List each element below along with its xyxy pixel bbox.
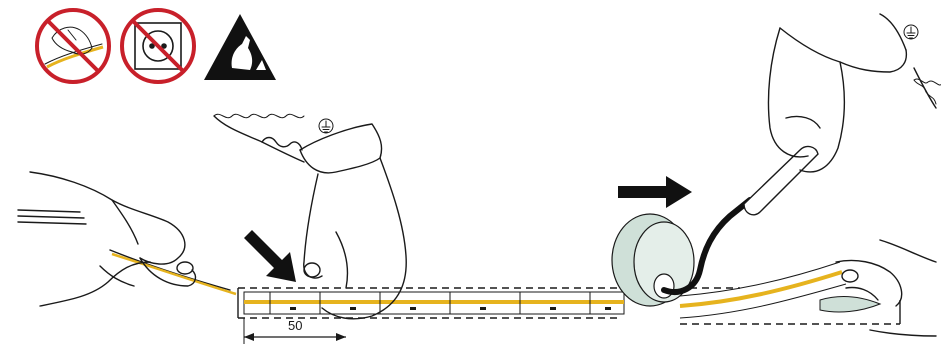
- esd-warning-icon: [204, 14, 276, 80]
- right-hand: [767, 13, 937, 173]
- no-power-socket-icon: [120, 8, 196, 84]
- led-strip: [237, 261, 901, 325]
- middle-hand: [213, 115, 407, 320]
- dimension-marker: 50: [243, 318, 346, 344]
- lower-right-hand: [835, 239, 937, 337]
- arrow-icon: [244, 230, 296, 282]
- arrow-icon: [618, 176, 692, 208]
- roller-tool: [611, 145, 819, 307]
- ground-cord: [913, 78, 941, 86]
- dimension-label: 50: [288, 318, 302, 333]
- left-hand: [17, 171, 237, 307]
- no-hand-touching-strip-icon: [35, 8, 111, 84]
- ground-symbol-icon: [903, 24, 919, 40]
- ground-cord: [213, 113, 305, 119]
